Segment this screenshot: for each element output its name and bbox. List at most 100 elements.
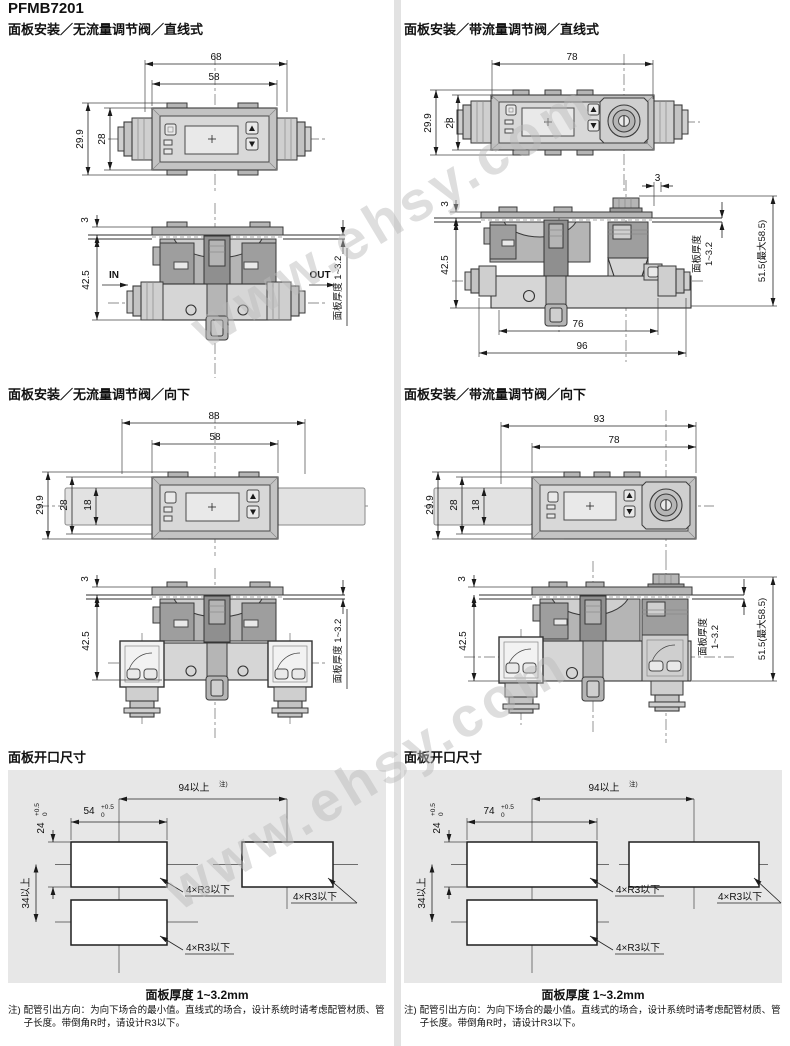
panel-thickness-label: 面板厚度 1~3.2 [332,580,348,689]
port-fittings [456,100,689,144]
cutout-caption-left: 面板厚度 1~3.2mm [145,988,249,1002]
dimension-51-5: 51.5(最大58.5) [639,195,777,307]
down-elbow-fittings [119,640,313,718]
svg-text:3: 3 [457,576,468,582]
cutout-panel-right: 94以上 注) 74 +0.5 0 24 +0.5 0 [404,770,782,983]
svg-text:96: 96 [576,341,588,352]
drawing-s2-top-view: 78 29.9 28 [423,52,700,194]
section-title-inline-valve: 面板安装／带流量调节阀／直线式 [404,22,600,37]
svg-text:面板厚度: 面板厚度 [697,618,709,657]
footnote-label: 注) [8,1005,21,1016]
dimension-76: 76 [498,298,659,335]
drawing-s2-front-view: 3 3 42.5 76 96 面板厚度 1~3.2 [434,173,777,362]
dimension-78: 78 [531,435,696,473]
dimension-3-left: 3 [440,200,481,230]
panel-thickness-label: 面板厚度 1~3.2 [332,220,348,326]
svg-text:34以上: 34以上 [20,877,32,908]
svg-text:+0.5: +0.5 [430,803,437,816]
svg-text:24: 24 [36,822,47,834]
dimension-29-9: 29.9 [423,89,513,156]
section-title-down-novalve: 面板安装／无流量调节阀／向下 [8,387,191,402]
dimension-78: 78 [491,52,654,99]
port-fittings [464,265,691,297]
drawing-s3-top-view: 88 58 29.9 28 18 [35,411,368,556]
drawing-cutout-left: 94以上 注) 54 +0.5 0 24 +0.5 0 [20,779,358,973]
footnote-label: 注) [404,1005,417,1016]
svg-text:4×R3以下: 4×R3以下 [186,885,230,896]
svg-text:面板厚度 1~3.2: 面板厚度 1~3.2 [332,256,344,321]
svg-text:68: 68 [210,52,222,63]
svg-text:28: 28 [445,117,456,129]
dimension-29-9: 29.9 [75,102,167,176]
svg-text:78: 78 [608,435,620,446]
svg-text:注): 注) [629,779,638,788]
svg-text:29.9: 29.9 [425,495,436,515]
flow-adjust-valve [641,573,689,712]
svg-text:1~3.2: 1~3.2 [704,242,715,266]
svg-text:+0.5: +0.5 [501,804,514,811]
svg-text:18: 18 [83,499,94,511]
flow-adjust-knob [641,481,691,530]
svg-text:3: 3 [80,576,91,582]
svg-text:0: 0 [501,812,505,819]
flow-adjust-knob [599,97,649,144]
svg-text:28: 28 [449,499,460,511]
svg-text:58: 58 [208,72,220,83]
svg-text:29.9: 29.9 [423,113,434,133]
dimension-34: 34以上 [416,864,435,922]
svg-text:4×R3以下: 4×R3以下 [293,892,337,903]
svg-text:54: 54 [83,806,95,817]
dimension-3-knob: 3 [642,173,673,206]
dimension-74: 74 +0.5 0 [466,804,598,840]
svg-text:42.5: 42.5 [440,255,451,275]
dimension-24: 24 +0.5 0 [34,803,71,899]
drawing-s4-front-view: 3 42.5 面板厚度 1~3.2 51.5(最大58.5) [457,559,777,743]
flowmeter-body [151,471,279,540]
svg-text:1~3.2: 1~3.2 [710,625,721,649]
section-title-inline-novalve: 面板安装／无流量调节阀／直线式 [8,22,204,37]
dimension-42-5: 42.5 [81,599,162,681]
svg-text:4×R3以下: 4×R3以下 [186,943,230,954]
corner-radius-labels: 4×R3以下 4×R3以下 4×R3以下 [589,877,782,955]
drawing-cutout-right: 94以上 注) 74 +0.5 0 24 +0.5 0 [416,779,782,973]
dimension-96: 96 [478,298,687,357]
footnote-text: 配管引出方向：为向下场合的最小值。直线式的场合，设计系统时请考虑配管材质、管子长… [419,1005,781,1029]
dimension-28: 28 [59,476,152,535]
panel-sheet [479,594,744,600]
svg-text:93: 93 [593,414,605,425]
svg-text:4×R3以下: 4×R3以下 [718,892,762,903]
svg-text:注): 注) [219,779,228,788]
svg-text:IN: IN [109,270,119,281]
svg-text:4×R3以下: 4×R3以下 [616,885,660,896]
dimension-24: 24 +0.5 0 [430,803,467,899]
dimension-34: 34以上 [20,864,39,922]
dimension-28: 28 [449,476,532,535]
dimension-28: 28 [445,94,491,151]
corner-radius-labels: 4×R3以下 4×R3以下 4×R3以下 [159,877,358,955]
panel-thickness-label: 面板厚度 1~3.2 [691,202,725,273]
dimension-3: 3 [80,215,152,247]
svg-text:51.5(最大58.5): 51.5(最大58.5) [756,598,768,660]
cutout-title-left: 面板开口尺寸 [8,750,87,765]
page-title: PFMB7201 [8,0,84,17]
svg-text:76: 76 [572,319,584,330]
port-fittings [126,281,306,321]
svg-text:3: 3 [80,217,91,223]
dimension-42-5: 42.5 [458,599,541,682]
svg-text:+0.5: +0.5 [34,803,41,816]
svg-text:42.5: 42.5 [81,631,92,651]
dimension-18: 18 [471,488,487,525]
footnote-left: 注) 配管引出方向：为向下场合的最小值。直线式的场合，设计系统时请考虑配管材质、… [8,1005,390,1031]
mounting-body [151,581,284,701]
svg-text:94以上: 94以上 [178,782,209,794]
svg-text:28: 28 [59,499,70,511]
dimension-18: 18 [83,488,99,525]
dimension-58: 58 [151,72,278,106]
cutout-panel-left: 94以上 注) 54 +0.5 0 24 +0.5 0 [8,770,386,983]
dimension-94: 94以上 注) [532,779,694,802]
dimension-29-9: 29.9 [425,471,564,540]
drawing-s4-top-view: 93 78 29.9 28 18 [424,410,714,559]
dimension-88: 88 [121,411,306,474]
svg-text:18: 18 [471,499,482,511]
